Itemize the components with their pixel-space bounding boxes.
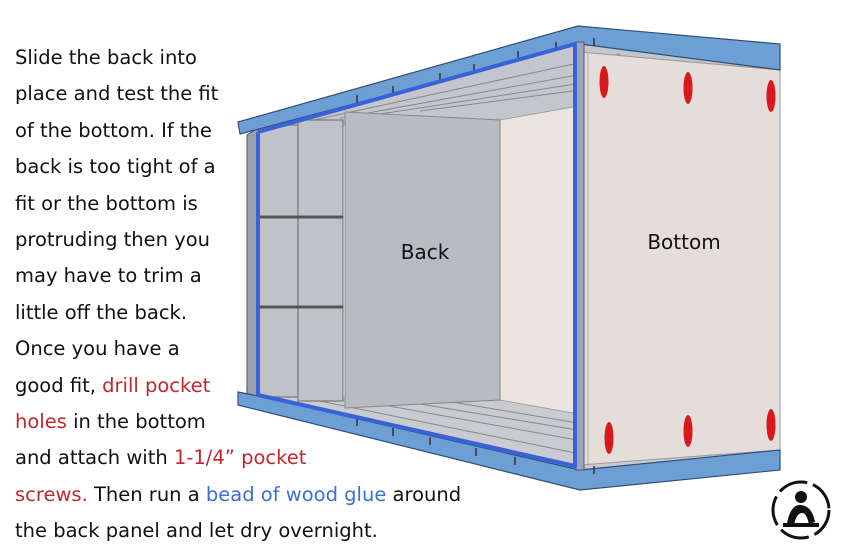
pocket-hole <box>599 66 609 98</box>
instruction-line: may have to trim a <box>15 258 485 294</box>
instruction-segment: back is too tight of a <box>15 155 216 179</box>
instruction-line: protruding then you <box>15 222 485 258</box>
instruction-segment: 1-1/4” pocket <box>173 446 307 470</box>
instruction-segment: the back panel and let dry overnight. <box>15 519 378 543</box>
face-frame-shelf-edges <box>248 215 343 309</box>
woodworker-logo-icon <box>771 480 831 540</box>
face-frame-grid <box>257 119 344 402</box>
bottom-panel <box>579 51 781 466</box>
instruction-line: place and test the fit <box>15 76 485 112</box>
instruction-line: good fit, drill pocket <box>15 368 485 404</box>
instruction-segment: fit or the bottom is <box>15 191 198 215</box>
instruction-line: screws. Then run a bead of wood glue aro… <box>15 477 485 513</box>
glue-bead <box>256 42 577 468</box>
pocket-hole <box>766 80 776 112</box>
pocket-holes <box>599 66 776 454</box>
top-board <box>237 25 781 135</box>
instructions-text: Slide the back into place and test the fi… <box>15 40 485 550</box>
instruction-segment: little off the back. <box>15 300 188 324</box>
bottom-screws <box>356 418 595 474</box>
instruction-line: fit or the bottom is <box>15 186 485 222</box>
instruction-segment: Slide the back into <box>15 46 197 69</box>
top-screws <box>356 38 595 103</box>
instruction-segment: around <box>386 482 462 506</box>
instruction-line: holes in the bottom <box>15 404 485 440</box>
instruction-segment: good fit, <box>15 373 103 397</box>
instruction-segment: drill pocket <box>102 373 211 397</box>
instruction-line: Once you have a <box>15 331 485 367</box>
instruction-line: and attach with 1-1/4” pocket <box>15 440 485 476</box>
instruction-line: the back panel and let dry overnight. <box>15 513 485 549</box>
pocket-hole <box>683 415 693 447</box>
instruction-line: Slide the back into <box>15 40 485 76</box>
instruction-segment: and attach with <box>15 446 174 470</box>
instruction-line: back is too tight of a <box>15 149 485 185</box>
instruction-line: little off the back. <box>15 295 485 331</box>
pocket-hole <box>683 72 693 104</box>
pocket-hole <box>604 422 614 454</box>
pocket-hole <box>766 409 776 441</box>
instruction-segment: Once you have a <box>15 337 180 361</box>
instruction-segment: of the bottom. If the <box>15 118 212 142</box>
instruction-segment: holes <box>15 410 67 434</box>
back-label: Back <box>401 240 450 264</box>
instruction-segment: Then run a <box>87 482 206 506</box>
back-panel <box>344 111 501 409</box>
instruction-segment: bead of wood glue <box>205 482 387 506</box>
instruction-segment: in the bottom <box>66 410 206 434</box>
instruction-segment: may have to trim a <box>15 264 202 288</box>
instruction-line: of the bottom. If the <box>15 113 485 149</box>
instruction-segment: screws. <box>15 482 88 506</box>
bottom-label: Bottom <box>647 230 720 254</box>
instruction-segment: protruding then you <box>15 228 211 252</box>
instruction-segment: place and test the fit <box>15 82 219 106</box>
front-corner-post <box>575 41 585 471</box>
